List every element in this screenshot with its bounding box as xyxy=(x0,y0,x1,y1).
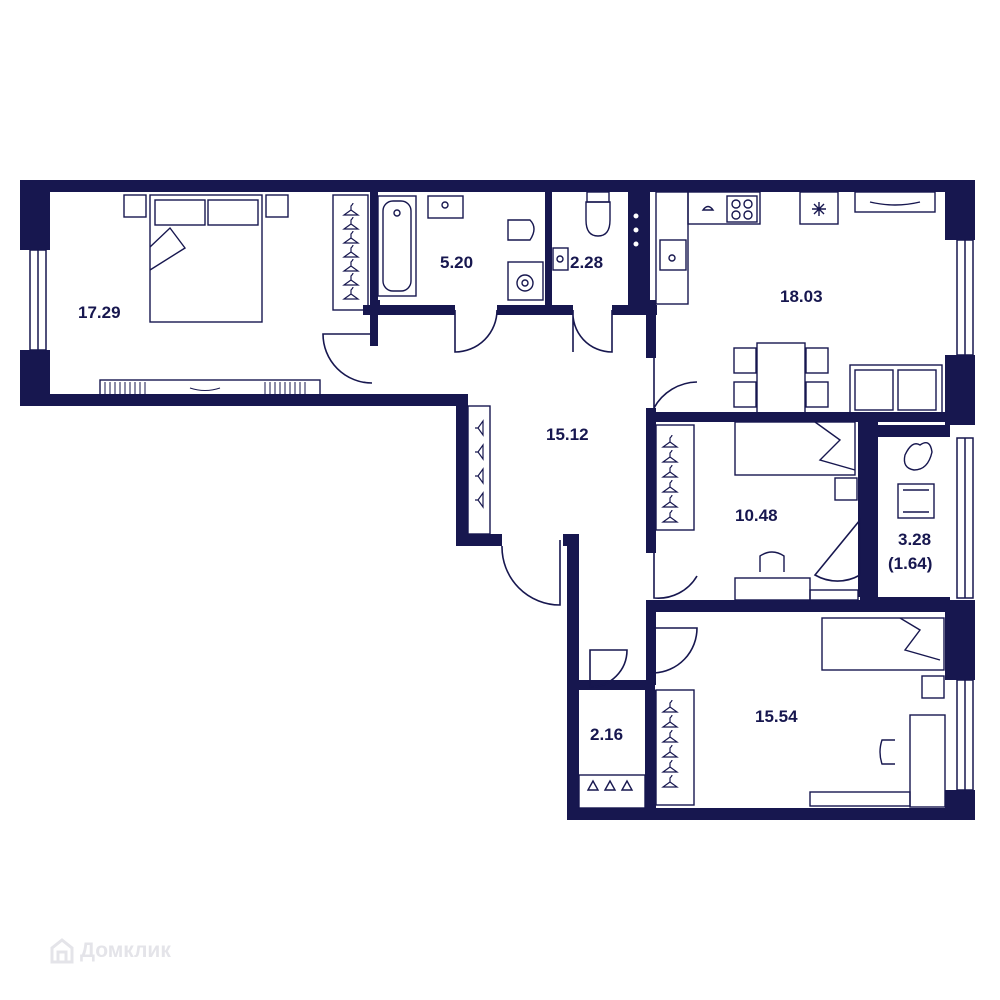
bedroom2-furniture xyxy=(655,421,859,601)
bathroom-fixtures xyxy=(377,195,544,301)
house-logo-icon xyxy=(50,938,74,964)
room-label-toilet: 2.28 xyxy=(570,253,603,272)
bedroom2-hangers xyxy=(662,434,678,523)
watermark: Домклик xyxy=(50,938,171,964)
balcony-furniture xyxy=(897,442,935,519)
room-label-bathroom: 5.20 xyxy=(440,253,473,272)
watermark-text: Домклик xyxy=(80,939,171,962)
room-labels: 17.29 5.20 2.28 18.03 15.12 10.48 3.28 (… xyxy=(78,253,932,744)
room-label-hall: 15.12 xyxy=(546,425,589,444)
master-bedroom-furniture xyxy=(99,194,369,396)
storage-closet xyxy=(578,774,646,809)
room-label-balcony-area: 3.28 xyxy=(898,530,931,549)
room-label-bedroom-2: 10.48 xyxy=(735,506,778,525)
room-label-master-bedroom: 17.29 xyxy=(78,303,121,322)
kitchen-furniture xyxy=(655,191,943,414)
toilet-fixtures xyxy=(552,191,611,271)
wardrobe-bottom xyxy=(104,382,306,394)
windows xyxy=(29,239,974,791)
room-label-balcony-reduced: (1.64) xyxy=(888,554,932,573)
doors xyxy=(322,309,861,688)
bedroom3-furniture xyxy=(655,617,946,808)
room-label-kitchen: 18.03 xyxy=(780,287,823,306)
shaft xyxy=(632,212,640,248)
hall-closet xyxy=(467,405,491,535)
room-label-storage: 2.16 xyxy=(590,725,623,744)
bedroom3-hangers xyxy=(662,699,678,788)
hall-closet-hangers xyxy=(474,420,484,508)
master-closet-hangers xyxy=(343,202,359,300)
walls xyxy=(20,180,975,820)
room-label-bedroom-3: 15.54 xyxy=(755,707,798,726)
